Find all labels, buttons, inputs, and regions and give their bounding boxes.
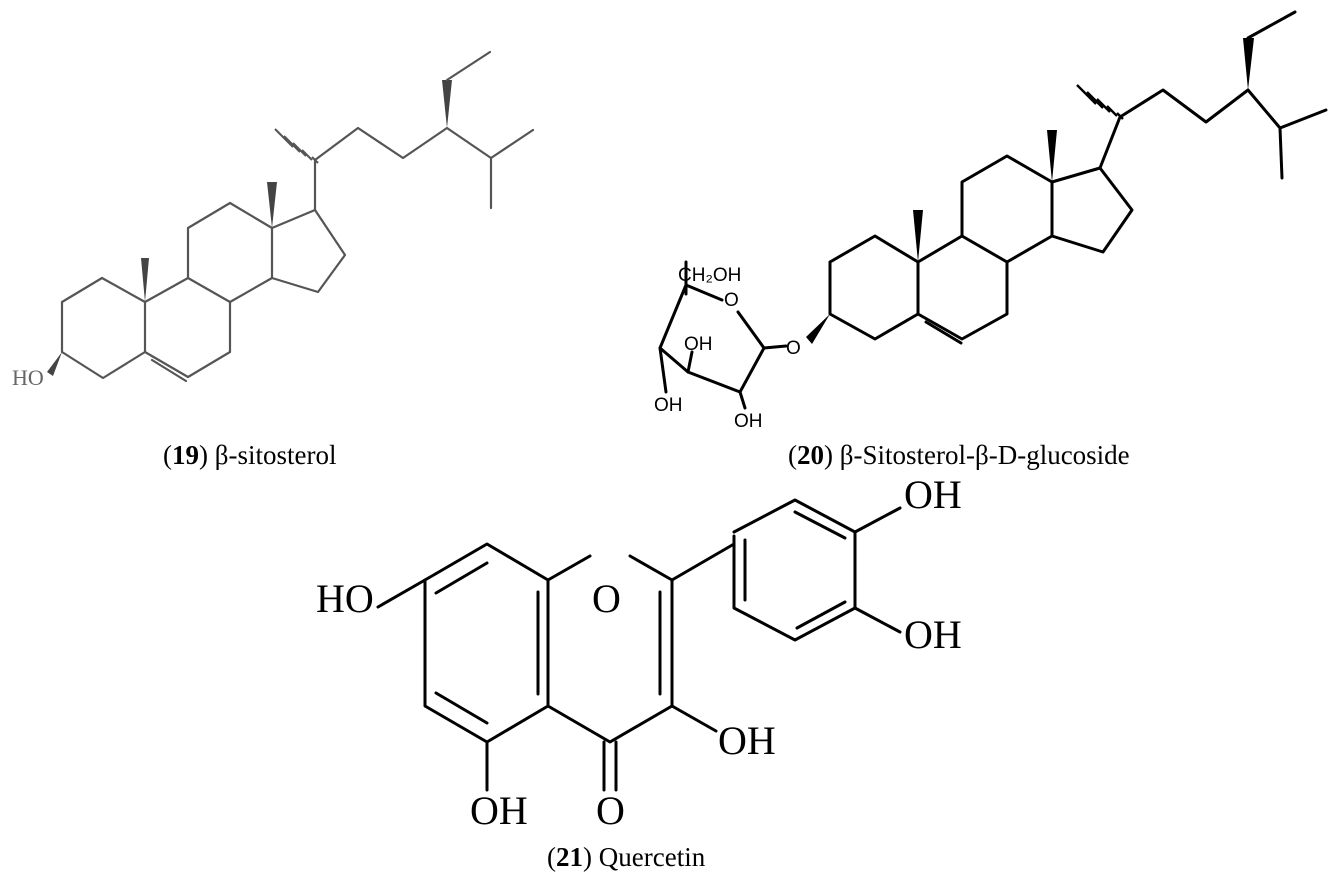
side-chain-bonds (489, 128, 535, 160)
ring-b-bonds (143, 276, 232, 379)
atom-label-ch2oh: CH₂OH (678, 265, 741, 286)
ethyl-wedge (1243, 38, 1254, 90)
side-chain-bonds (313, 126, 493, 212)
side-chain-bonds (445, 50, 492, 82)
oh-bond (658, 346, 668, 394)
methyl-wedge (913, 210, 923, 262)
caption-compound-21: (21) Quercetin (547, 842, 706, 872)
compound-number: 20 (797, 440, 824, 470)
caption-compound-20: (20) β-Sitosterol-β-D-glucoside (788, 440, 1130, 470)
methyl-wedge (1047, 130, 1057, 182)
side-chain-bonds (1246, 10, 1297, 40)
compound-name: β-Sitosterol-β-D-glucoside (839, 440, 1130, 470)
atom-label-oh: OH (654, 395, 683, 416)
methyl-wedge (267, 182, 277, 228)
aromatic-inner-bond (434, 561, 489, 595)
atom-label-oh: OH (734, 411, 763, 432)
sugar-ring-bonds (658, 283, 766, 394)
compound-name: β-sitosterol (214, 440, 337, 470)
atom-label-oh: OH (470, 788, 528, 833)
ethyl-wedge (442, 80, 452, 128)
ring-b-bonds (732, 498, 857, 642)
ring-a-bonds (828, 234, 920, 341)
atom-label-ho: HO (12, 365, 44, 390)
glycosidic-bond (762, 344, 788, 350)
ring-c-bonds (960, 154, 1054, 264)
ring-d-bonds (270, 208, 347, 294)
ring-c-bonds (546, 554, 592, 582)
ring-b-bonds (916, 234, 1009, 341)
double-bond-line (150, 358, 188, 383)
oh-bond (853, 606, 902, 634)
inter-ring-bond (670, 542, 736, 582)
atom-label-ring-o: O (592, 576, 621, 621)
structure-sitosterol-glucoside: O O CH₂OH OH OH OH (654, 10, 1328, 432)
structure-quercetin: O OH OH HO OH OH O (316, 472, 962, 833)
structure-beta-sitosterol: HO (12, 50, 535, 390)
oh-bond (376, 578, 427, 609)
hashed-methyl (274, 128, 319, 164)
atom-label-o: O (596, 788, 625, 833)
oh-bond (686, 350, 694, 374)
compound-number: 19 (172, 440, 199, 470)
atom-label-o: O (786, 338, 801, 359)
oh-bond (738, 390, 747, 410)
ring-c-bonds (186, 201, 274, 304)
atom-label-oh: OH (904, 472, 962, 517)
methyl-wedge (141, 258, 149, 302)
atom-label-oh: OH (718, 718, 776, 763)
ring-a-bonds (423, 542, 550, 744)
hashed-methyl (1076, 84, 1124, 120)
compound-number: 21 (556, 842, 583, 872)
sugar-ring-bonds (736, 310, 766, 350)
oh-bond (853, 506, 902, 534)
aromatic-inner-bond (434, 691, 489, 725)
oh-bond (670, 704, 718, 733)
atom-label-oh: OH (904, 612, 962, 657)
glycosidic-wedge (806, 314, 830, 344)
atom-label-ho: HO (316, 576, 374, 621)
atom-label-oh: OH (684, 334, 713, 355)
hydroxyl-wedge (47, 352, 62, 376)
aromatic-inner-bond (795, 600, 847, 630)
aromatic-inner-bond (793, 510, 847, 540)
ring-a-bonds (60, 276, 147, 380)
atom-label-ring-o: O (724, 290, 739, 311)
ring-d-bonds (1050, 166, 1134, 254)
compound-name: Quercetin (598, 842, 706, 872)
side-chain-bonds (1098, 88, 1284, 180)
side-chain-bonds (1278, 108, 1328, 130)
double-bond-line (924, 320, 963, 345)
caption-compound-19: (19) β-sitosterol (163, 440, 337, 470)
